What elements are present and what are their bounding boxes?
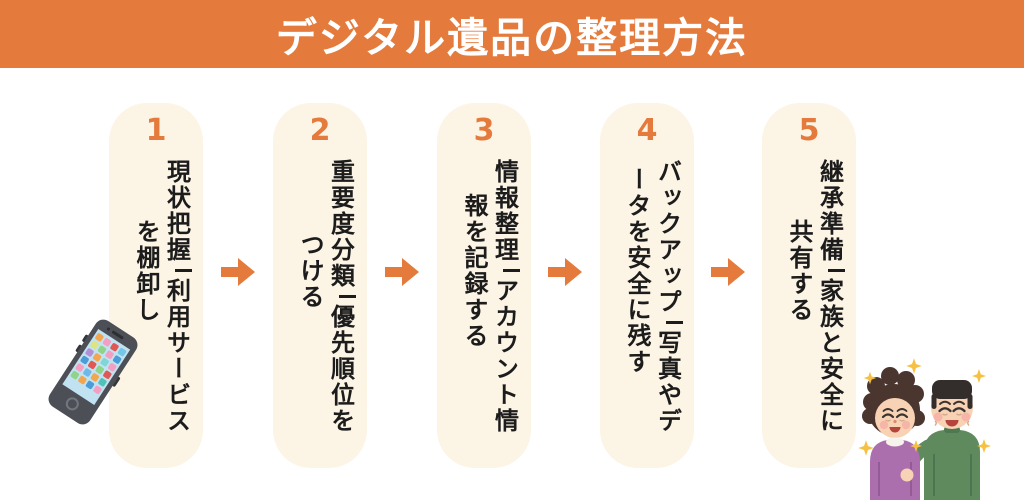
sparkle-icon [858, 358, 991, 456]
step-separator [666, 321, 683, 324]
step-number: 1 [145, 113, 167, 148]
step-label-main: バックアップ写真やデ [653, 159, 683, 434]
arrow-right-icon [548, 257, 582, 287]
step-title: バックアップ [653, 159, 682, 315]
step-label-continuation: 報を記録する [460, 192, 488, 349]
step-label-main: 重要度分類優先順位を [326, 159, 356, 434]
step-separator [339, 295, 356, 298]
step-card-4: 4 バックアップ写真やデ ータを安全に残す [600, 103, 694, 468]
arrow-right-icon [711, 257, 745, 287]
step-label-main: 情報整理アカウント情 [490, 159, 520, 434]
step-label-continuation: を棚卸し [132, 218, 160, 323]
elderly-couple-illustration [858, 358, 991, 500]
step-title: 情報整理 [490, 159, 519, 263]
step-detail-start: 写真やデ [653, 330, 682, 434]
header-banner: デジタル遺品の整理方法 [0, 0, 1024, 68]
step-label-main: 現状把握利用サービス [162, 159, 192, 434]
arrow-right-icon [221, 257, 255, 287]
step-number: 4 [636, 113, 658, 148]
step-detail-start: 利用サービス [162, 278, 191, 434]
arrow-right-icon [385, 257, 419, 287]
smartphone-illustration [48, 319, 138, 425]
step-label-continuation: ータを安全に残す [623, 166, 651, 375]
step-separator [828, 269, 845, 272]
step-title: 現状把握 [162, 159, 191, 263]
step-card-1: 1 現状把握利用サービス を棚卸し [109, 103, 203, 468]
step-detail-start: アカウント情 [490, 278, 519, 434]
step-title: 継承準備 [815, 159, 844, 263]
step-label-continuation: 共有する [785, 218, 813, 323]
step-number: 2 [309, 113, 331, 148]
step-detail-start: 優先順位を [326, 304, 355, 434]
step-card-3: 3 情報整理アカウント情 報を記録する [437, 103, 531, 468]
step-separator [175, 269, 192, 272]
step-detail-start: 家族と安全に [815, 278, 844, 434]
step-card-2: 2 重要度分類優先順位を つける [273, 103, 367, 468]
step-title: 重要度分類 [326, 159, 355, 289]
step-card-5: 5 継承準備家族と安全に 共有する [762, 103, 856, 468]
step-label-continuation: つける [296, 231, 324, 310]
step-number: 3 [473, 113, 495, 148]
step-label-main: 継承準備家族と安全に [815, 159, 845, 434]
page-title: デジタル遺品の整理方法 [275, 14, 749, 62]
step-number: 5 [798, 113, 820, 148]
step-separator [503, 269, 520, 272]
